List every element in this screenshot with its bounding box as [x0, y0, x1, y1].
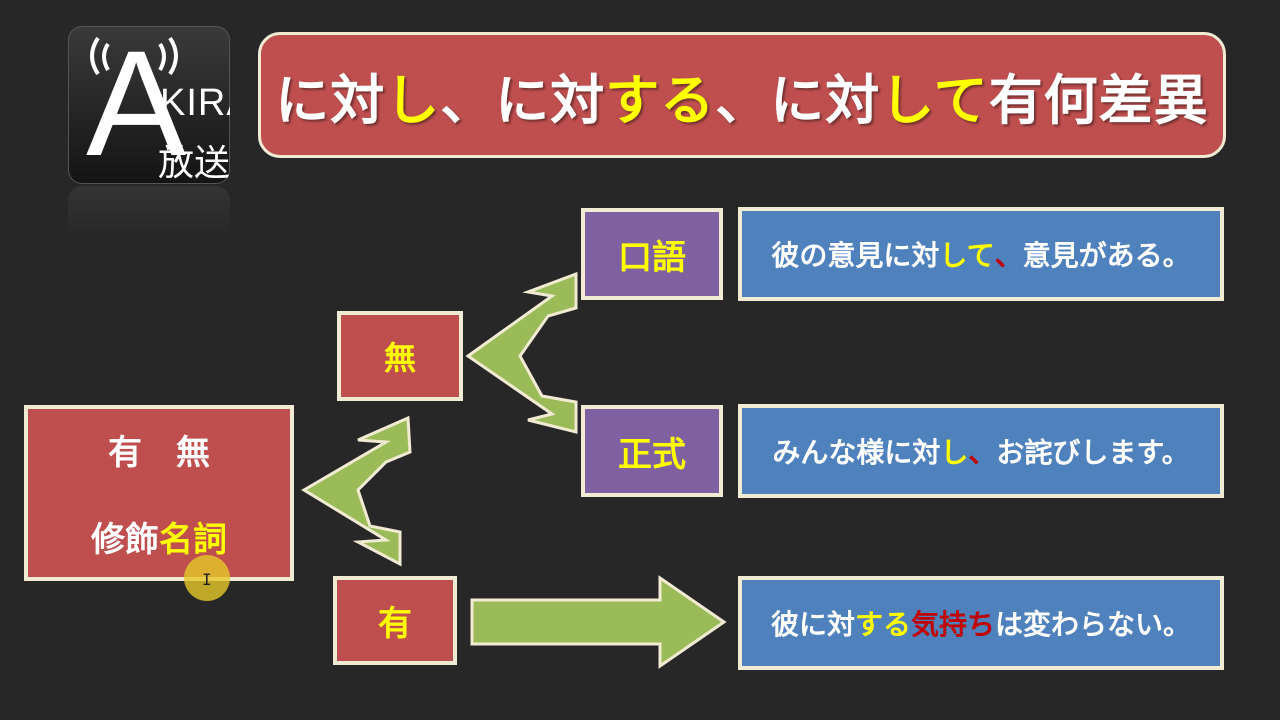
- title-highlight: し: [385, 68, 441, 132]
- without-box: 無: [337, 311, 463, 401]
- example-text: 彼に対: [770, 608, 855, 641]
- example-comma: 、: [968, 436, 997, 469]
- title-highlight: して: [880, 68, 989, 132]
- presence-label: 有 無: [108, 433, 210, 473]
- example-noun: 気持ち: [911, 608, 996, 641]
- akira-housou-logo: A KIRA 放送: [68, 26, 230, 184]
- title-part: 、に対: [715, 68, 881, 132]
- example-text: お詫びします。: [996, 436, 1190, 469]
- broadcast-waves-icon: [90, 36, 178, 76]
- title-part: に対: [275, 68, 386, 132]
- example-text: みんな様に対: [772, 436, 941, 469]
- title-highlight: する: [605, 68, 716, 132]
- logo-letter-a: A: [86, 26, 187, 184]
- example-modifier: 彼に対する気持ちは変わらない。: [738, 576, 1224, 670]
- text-cursor-icon: I: [202, 570, 212, 589]
- title-part: 有何差異: [988, 68, 1209, 132]
- example-text: 彼の意見に対: [771, 239, 940, 272]
- formal-box: 正式: [581, 405, 723, 497]
- modifies-noun-label: 修飾名詞: [91, 512, 227, 561]
- title-part: 、に対: [440, 68, 606, 132]
- example-colloquial: 彼の意見に対して、意見がある。: [738, 207, 1224, 301]
- page-title: に対し、に対する、に対して有何差異: [258, 32, 1226, 158]
- noun-text: 名詞: [159, 520, 227, 560]
- example-text: は変わらない。: [995, 608, 1192, 641]
- modifies-noun-box: 有 無 修飾名詞: [24, 405, 294, 581]
- modify-text: 修飾: [91, 520, 159, 560]
- cursor-highlight: [184, 555, 230, 601]
- branch-arrow-lower: [301, 415, 412, 567]
- right-arrow: [470, 575, 727, 669]
- logo-kira-text: KIRA: [160, 82, 230, 124]
- with-box: 有: [333, 576, 457, 665]
- example-highlight: して: [939, 239, 995, 272]
- example-highlight: する: [854, 608, 911, 641]
- example-highlight: し: [940, 436, 969, 469]
- example-comma: 、: [994, 239, 1023, 272]
- example-formal: みんな様に対し、お詫びします。: [738, 404, 1224, 498]
- colloquial-box: 口語: [581, 208, 723, 300]
- example-text: 意見がある。: [1022, 239, 1191, 272]
- branch-arrow-upper: [465, 271, 578, 434]
- logo-houso-text: 放送: [158, 143, 230, 184]
